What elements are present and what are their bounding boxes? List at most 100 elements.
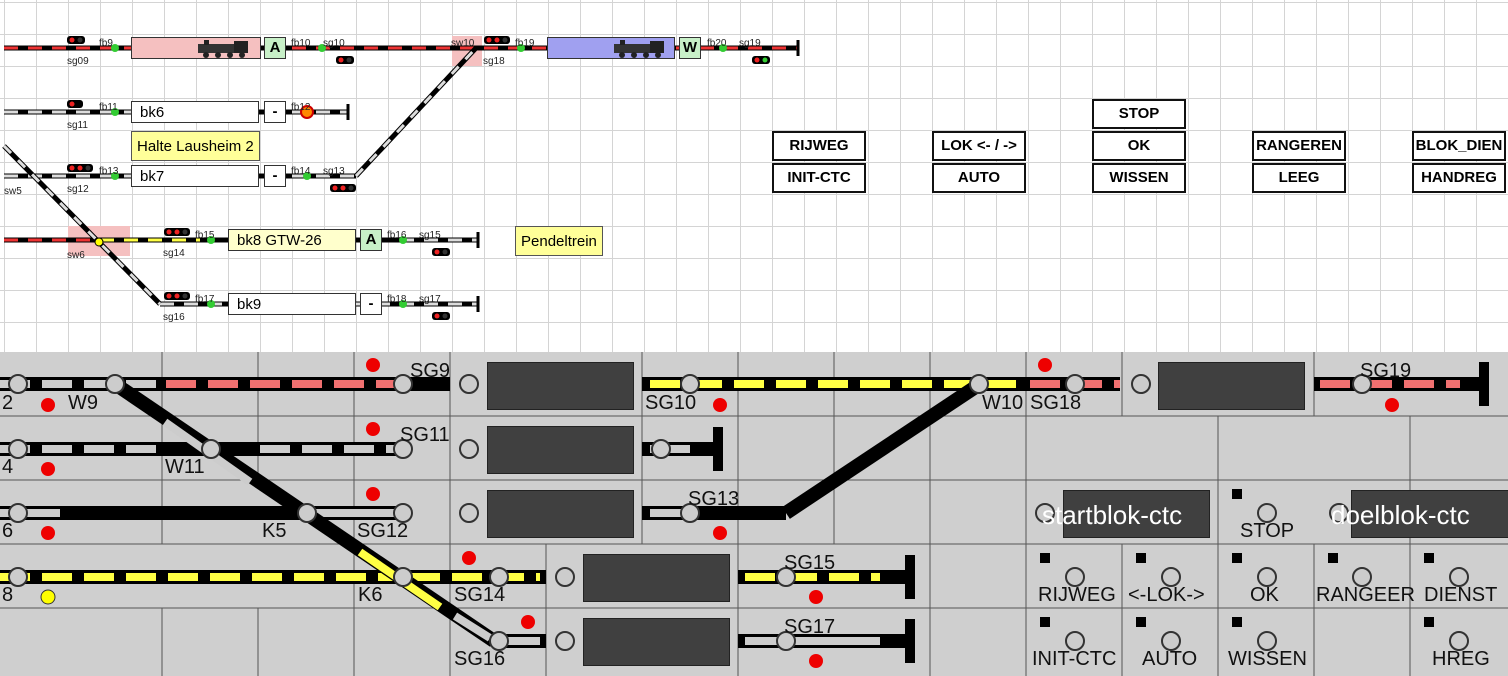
panel-label-8: 8 xyxy=(2,584,14,606)
rangeer-indicator-icon xyxy=(1328,553,1338,563)
block-display-row1-right[interactable] xyxy=(1158,362,1305,410)
label-fb19: fb19 xyxy=(515,38,535,49)
lok-direction-button[interactable]: LOK <- / -> xyxy=(932,131,1026,161)
fb12-active xyxy=(300,105,314,119)
startblok-display[interactable] xyxy=(1063,490,1210,538)
auto-button[interactable]: AUTO xyxy=(932,163,1026,193)
ctc-rangeer-button[interactable]: RANGEER xyxy=(1316,584,1415,606)
block-display-row1[interactable] xyxy=(487,362,634,410)
indicator-bk8[interactable]: A xyxy=(360,229,382,251)
ctc-panel: startblok-ctc doelblok-ctc 2 W9 SG9 SG10… xyxy=(0,352,1508,676)
doelblok-label: doelblok-ctc xyxy=(1331,500,1470,530)
label-halte: Halte Lausheim 2 xyxy=(131,131,260,161)
ctc-wissen-button[interactable]: WISSEN xyxy=(1228,648,1307,670)
startblok-label: startblok-ctc xyxy=(1042,500,1183,530)
hreg-indicator-icon xyxy=(1424,617,1434,627)
block-display-row2[interactable] xyxy=(487,426,634,474)
panel-label-sg11: SG11 xyxy=(400,424,450,446)
panel-label-4: 4 xyxy=(2,456,14,478)
label-sg17: sg17 xyxy=(419,294,441,305)
locomotive-icon xyxy=(614,40,664,58)
ctc-panel-drawing xyxy=(0,352,1508,676)
label-fb16: fb16 xyxy=(387,230,407,241)
rijweg-button[interactable]: RIJWEG xyxy=(772,131,866,161)
leeg-button[interactable]: LEEG xyxy=(1252,163,1346,193)
indicator-bk9[interactable]: - xyxy=(360,293,382,315)
block-bk7[interactable]: bk7 xyxy=(131,165,259,187)
label-sg10: sg10 xyxy=(323,38,345,49)
ctc-lok-button[interactable]: <-LOK-> xyxy=(1128,584,1205,606)
rangeren-button[interactable]: RANGEREN xyxy=(1252,131,1346,161)
label-sw10: sw10 xyxy=(451,38,475,49)
panel-label-2: 2 xyxy=(2,392,14,414)
ok-indicator-icon xyxy=(1232,553,1242,563)
ctc-auto-button[interactable]: AUTO xyxy=(1142,648,1198,670)
label-sg16: sg16 xyxy=(163,312,185,323)
init-ctc-button[interactable]: INIT-CTC xyxy=(772,163,866,193)
ctc-ok-button[interactable]: OK xyxy=(1250,584,1279,606)
label-sg12: sg12 xyxy=(67,184,89,195)
panel-label-sg12: SG12 xyxy=(357,520,409,542)
label-fb18: fb18 xyxy=(387,294,407,305)
panel-label-k5: K5 xyxy=(262,520,287,542)
label-sg14: sg14 xyxy=(163,248,185,259)
panel-label-sg9: SG9 xyxy=(410,360,451,382)
wissen-button[interactable]: WISSEN xyxy=(1092,163,1186,193)
label-fb11: fb11 xyxy=(99,102,118,113)
track-plan: A W bk6 - Halte Lausheim 2 bk7 - bk8 GTW… xyxy=(0,0,1508,352)
dienst-indicator-icon xyxy=(1424,553,1434,563)
stop-button[interactable]: STOP xyxy=(1092,99,1186,129)
label-fb17: fb17 xyxy=(195,294,215,305)
label-fb10: fb10 xyxy=(291,38,311,49)
block-bk-row1b-occupied[interactable] xyxy=(547,37,675,59)
label-sw6: sw6 xyxy=(67,250,85,261)
panel-label-sg16: SG16 xyxy=(454,648,506,670)
label-sg11: sg11 xyxy=(67,120,88,131)
ctc-stop-button[interactable]: STOP xyxy=(1240,520,1295,542)
locomotive-icon xyxy=(198,40,248,58)
panel-track-diagonal-w10 xyxy=(782,378,984,519)
label-pendeltrein: Pendeltrein xyxy=(515,226,603,256)
label-sg19: sg19 xyxy=(739,38,761,49)
panel-label-sg18: SG18 xyxy=(1030,392,1082,414)
ctc-initctc-button[interactable]: INIT-CTC xyxy=(1032,648,1117,670)
label-sg18: sg18 xyxy=(483,56,505,67)
block-bk9[interactable]: bk9 xyxy=(228,293,356,315)
indicator-bk6[interactable]: - xyxy=(264,101,286,123)
block-bk6[interactable]: bk6 xyxy=(131,101,259,123)
block-display-row5[interactable] xyxy=(583,618,730,666)
doelblok-display[interactable] xyxy=(1351,490,1508,538)
panel-label-w9: W9 xyxy=(68,392,98,414)
panel-label-k6: K6 xyxy=(358,584,383,606)
label-fb12: fb12 xyxy=(291,102,311,113)
indicator-row1-w[interactable]: W xyxy=(679,37,701,59)
wissen-indicator-icon xyxy=(1232,617,1242,627)
ok-button[interactable]: OK xyxy=(1092,131,1186,161)
ctc-hreg-button[interactable]: HREG xyxy=(1432,648,1490,670)
label-sw5: sw5 xyxy=(4,186,22,197)
label-sg13: sg13 xyxy=(323,166,345,177)
stop-indicator-icon xyxy=(1232,489,1242,499)
panel-label-sg14: SG14 xyxy=(454,584,506,606)
ctc-dienst-button[interactable]: DIENST xyxy=(1424,584,1498,606)
block-display-row3[interactable] xyxy=(487,490,634,538)
indicator-row1-a[interactable]: A xyxy=(264,37,286,59)
block-bk-row1-occupied[interactable] xyxy=(131,37,261,59)
blok-dien-button[interactable]: BLOK_DIEN xyxy=(1412,131,1506,161)
auto-indicator-icon xyxy=(1136,617,1146,627)
indicator-bk7[interactable]: - xyxy=(264,165,286,187)
panel-label-sg10: SG10 xyxy=(645,392,697,414)
handreg-button[interactable]: HANDREG xyxy=(1412,163,1506,193)
label-fb15: fb15 xyxy=(195,230,215,241)
block-bk8[interactable]: bk8 GTW-26 xyxy=(228,229,356,251)
panel-label-sg19: SG19 xyxy=(1360,360,1412,382)
ctc-rijweg-button[interactable]: RIJWEG xyxy=(1038,584,1116,606)
label-fb14: fb14 xyxy=(291,166,311,177)
label-fb20: fb20 xyxy=(707,38,727,49)
block-display-row4[interactable] xyxy=(583,554,730,602)
panel-label-sg13: SG13 xyxy=(688,488,740,510)
lok-indicator-icon xyxy=(1136,553,1146,563)
label-sg09: sg09 xyxy=(67,56,89,67)
panel-label-sg15: SG15 xyxy=(784,552,836,574)
panel-label-w11: W11 xyxy=(165,456,205,478)
